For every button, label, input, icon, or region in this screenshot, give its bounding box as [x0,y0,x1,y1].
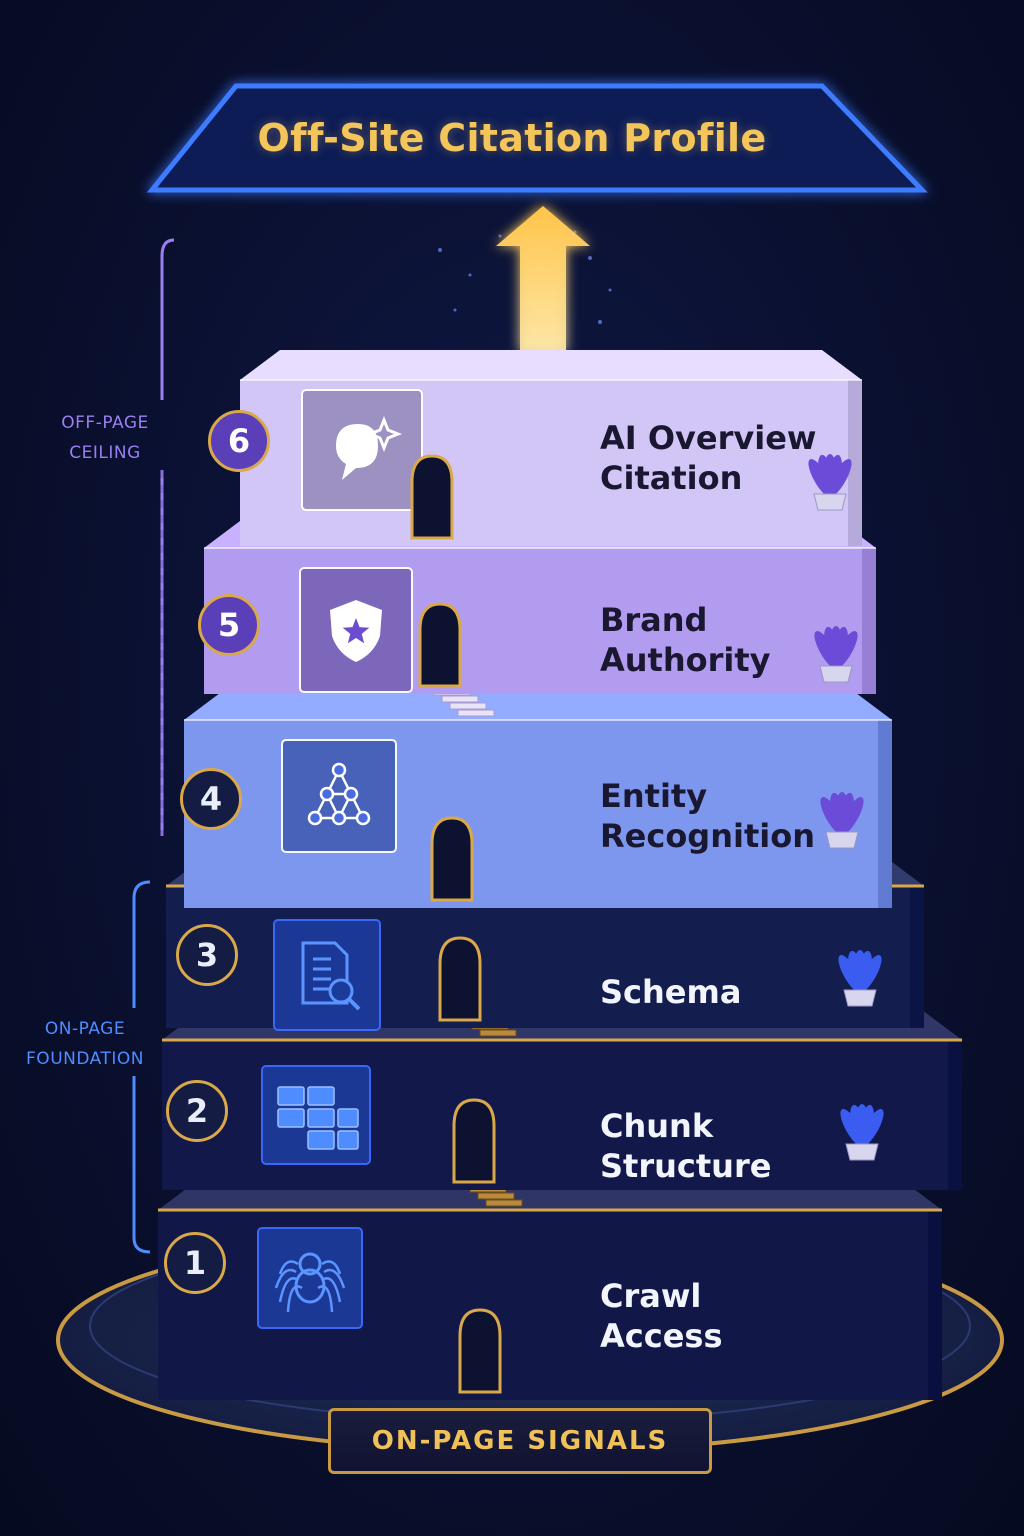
tier-6-label: AI Overview Citation [600,418,816,498]
shield-star-icon [330,600,382,662]
step-number-1: 1 [164,1232,226,1294]
on-page-signals-plate: ON-PAGE SIGNALS [328,1408,712,1474]
tier-4-top [184,690,892,720]
network-graph-icon [307,762,371,826]
on-page-bracket [132,880,151,1254]
tier-6-label-line1: AI Overview [600,419,817,457]
tier-5-label: Brand Authority [600,600,771,680]
tier-3-plant-icon [838,950,882,1007]
tier-3-label-line1: Schema [600,973,742,1011]
tier-5-label-line1: Brand [600,601,708,639]
tier-6-side [848,380,862,546]
sparkle-dots [438,230,612,324]
tier-1-label: Crawl Access [600,1276,723,1356]
tier-6-top [240,350,862,380]
step-number-5: 5 [198,594,260,656]
tier-5-plant-icon [814,626,858,683]
banner-title: Off-Site Citation Profile [257,116,767,160]
tier-1-block [158,1171,942,1400]
off-page-ceiling-label: OFF-PAGE CEILING [40,408,170,468]
document-search-icon [301,941,361,1011]
tier-2-label: Chunk Structure [600,1106,771,1186]
tier-4-door [430,816,474,902]
tier-1-door [458,1308,502,1394]
tier-2-side [948,1040,962,1190]
tier-4-label: Entity Recognition [600,776,815,856]
tier-2-block [162,1001,962,1190]
blocks-grid-icon [277,1086,359,1150]
tier-3-door [438,936,482,1022]
spider-icon [274,1252,346,1313]
tier-5-label-line2: Authority [600,641,771,679]
step-number-6: 6 [208,410,270,472]
on-page-foundation-label: ON-PAGE FOUNDATION [10,1014,160,1074]
tier-3-icon-panel [273,919,381,1031]
tier-4-block [184,681,892,908]
step-number-2: 2 [166,1080,228,1142]
tier-2-door [452,1098,496,1184]
on-page-label-line2: FOUNDATION [26,1049,144,1069]
step-number-3: 3 [176,924,238,986]
ai-chat-sparkle-icon [336,415,403,480]
tier-4-label-line2: Recognition [600,817,815,855]
tiers-layer [158,350,962,1400]
tier-5-door [418,602,462,688]
off-page-label-line2: CEILING [69,443,141,463]
tier-2-label-line1: Chunk [600,1107,714,1145]
tier-4-plant-icon [820,792,864,849]
tier-3-side [910,886,924,1028]
tier-1-side [928,1210,942,1400]
tier-1-icon-panel [257,1227,363,1329]
tier-4-icon-panel [281,739,397,853]
tier-3-label: Schema [600,972,741,1012]
tier-4-label-line1: Entity [600,777,708,815]
tier-1-label-line1: Crawl [600,1277,702,1315]
tier-5-side [862,548,876,694]
off-page-label-line1: OFF-PAGE [61,413,149,433]
tier-2-plant-icon [840,1104,884,1161]
upward-arrow-icon [496,206,590,352]
tier-4-side [878,720,892,908]
tier-6-door [410,454,454,540]
tier-6-plant-icon [808,454,852,511]
tier-6-label-line2: Citation [600,459,743,497]
tier-6-block [240,350,862,546]
banner-frame [146,83,928,193]
off-page-bracket [160,238,175,836]
tier-2-label-line2: Structure [600,1147,772,1185]
step-number-4: 4 [180,768,242,830]
tier-1-label-line2: Access [600,1317,723,1355]
on-page-label-line1: ON-PAGE [44,1019,126,1039]
